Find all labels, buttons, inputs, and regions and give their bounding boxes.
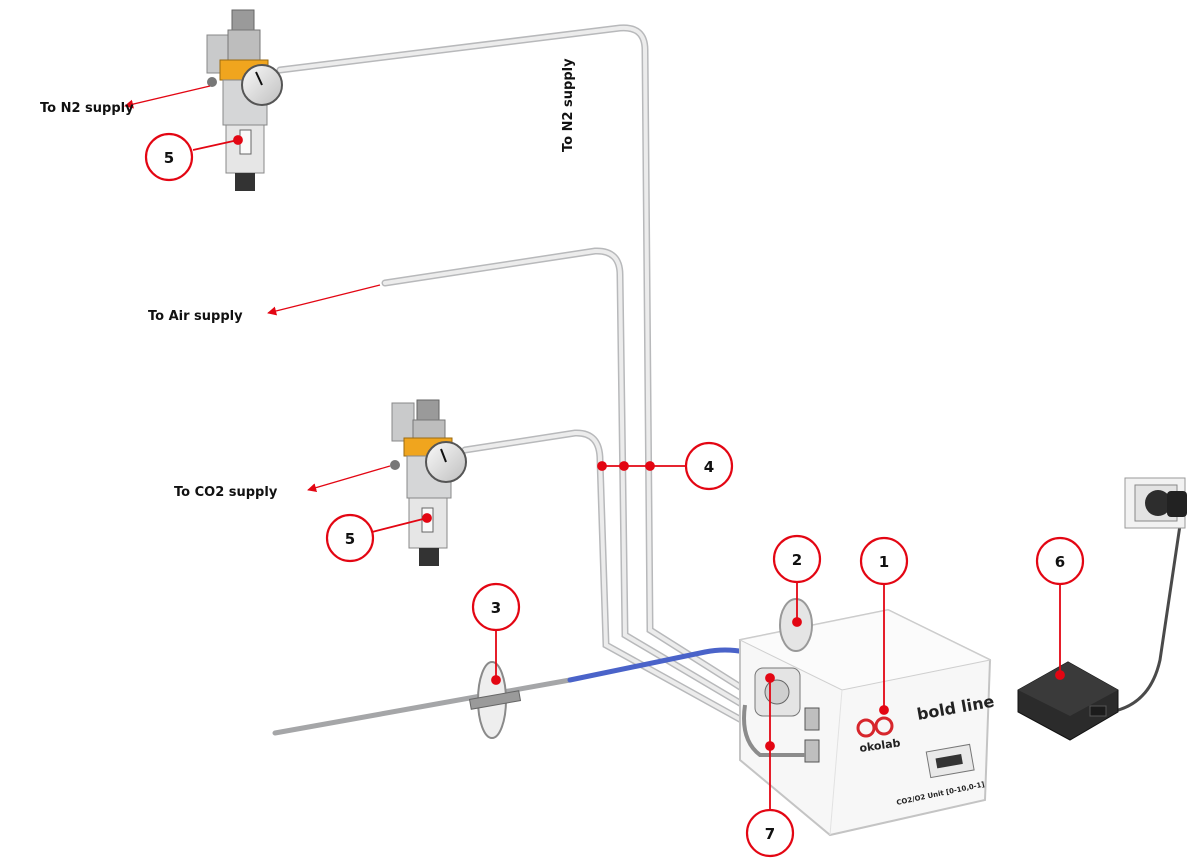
- callout-leaders: [192, 135, 1065, 818]
- wall-socket: [1124, 477, 1187, 529]
- power-adapter: [1017, 661, 1119, 741]
- callout-markers: 5 4 5 3 2 1 6 7: [144, 132, 1085, 858]
- svg-text:5: 5: [164, 149, 174, 167]
- svg-text:4: 4: [704, 458, 714, 476]
- label-n2-supply: To N2 supply: [40, 101, 134, 116]
- callout-2: 2: [772, 534, 822, 584]
- callout-7: 7: [745, 808, 795, 858]
- okolab-logo: okolab: [856, 716, 902, 755]
- callout-4: 4: [684, 441, 734, 491]
- svg-text:2: 2: [792, 551, 802, 569]
- callout-5-mid: 5: [325, 513, 375, 563]
- gas-tubes: [272, 24, 1185, 736]
- controller-box: okolab bold line CO2/O2 Unit [0-10,0-1]: [738, 598, 996, 837]
- probe-tube-gray: [272, 677, 573, 736]
- callout-3: 3: [471, 582, 521, 632]
- regulator-top: [206, 9, 283, 191]
- label-air-supply: To Air supply: [148, 309, 243, 324]
- svg-text:6: 6: [1055, 553, 1065, 571]
- regulator-middle: [390, 399, 467, 566]
- power-cable: [1108, 503, 1185, 714]
- label-co2-supply: To CO2 supply: [174, 485, 278, 500]
- callout-1: 1: [859, 536, 909, 586]
- svg-text:5: 5: [345, 530, 355, 548]
- supply-labels: To N2 supply To N2 supply To Air supply …: [40, 58, 576, 500]
- svg-text:7: 7: [765, 825, 775, 843]
- label-n2-supply-vertical: To N2 supply: [561, 58, 576, 152]
- callout-5-top: 5: [144, 132, 194, 182]
- svg-text:3: 3: [491, 599, 501, 617]
- callout-6: 6: [1035, 536, 1085, 586]
- probe-flange: [468, 661, 522, 739]
- svg-text:1: 1: [879, 553, 889, 571]
- brand-label: okolab: [859, 736, 902, 755]
